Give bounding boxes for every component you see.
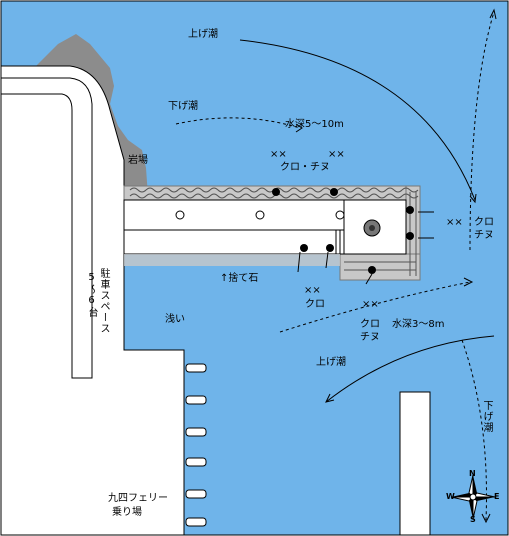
label-depth-north: 水深5～10m — [285, 119, 344, 130]
compass-n: N — [469, 469, 476, 478]
label-xx: ×× — [362, 299, 379, 310]
label-depth-south: 水深3～8m — [392, 319, 445, 330]
breakwater-south — [399, 391, 431, 536]
label-chinu: チヌ — [360, 332, 380, 343]
label-asai: 浅い — [165, 314, 185, 325]
compass-e: E — [494, 492, 500, 501]
label-xx: ×× — [270, 149, 287, 160]
label-kuro-chinu: クロ・チヌ — [280, 162, 330, 173]
label-parking: 駐車スペース — [98, 268, 109, 334]
compass-rose — [450, 474, 496, 520]
bollard — [255, 210, 265, 220]
compass-w: W — [446, 492, 455, 501]
label-chinu: チヌ — [474, 230, 494, 241]
label-down-tide: 下げ潮 — [168, 101, 198, 112]
tide-arrow-mid — [279, 281, 471, 333]
up-tide-arrow — [239, 39, 476, 201]
label-xx: ×× — [304, 285, 321, 296]
down-tide-arrow-2 — [461, 339, 487, 521]
label-xx: ×× — [446, 217, 463, 228]
label-ferry-2: 乗り場 — [112, 507, 142, 518]
bollard — [335, 210, 345, 220]
label-kuro: クロ — [474, 217, 494, 228]
label-ferry: 九四フェリー — [108, 493, 168, 504]
ferry-bollards — [185, 363, 207, 527]
up-tide-arrow-2 — [325, 335, 495, 403]
down-tide-arrow — [175, 117, 301, 129]
label-kuro: クロ — [305, 299, 325, 310]
label-parking-count: 5～6台 — [86, 272, 97, 318]
sute-ishi-band — [124, 254, 340, 266]
label-down-tide: 下げ潮 — [481, 400, 492, 433]
tide-arrow-right — [469, 11, 495, 251]
label-up-tide: 上げ潮 — [188, 29, 218, 40]
parking-outline — [1, 77, 93, 379]
label-up-tide: 上げ潮 — [316, 357, 346, 368]
bollard — [175, 210, 185, 220]
label-sute-ishi: ↑捨て石 — [220, 273, 259, 284]
label-kuro: クロ — [360, 319, 380, 330]
label-xx: ×× — [328, 149, 345, 160]
compass-s: S — [470, 515, 476, 524]
riprap-bottom — [339, 253, 421, 281]
fishing-spots — [272, 188, 414, 274]
label-iwaba: 岩場 — [128, 155, 148, 166]
